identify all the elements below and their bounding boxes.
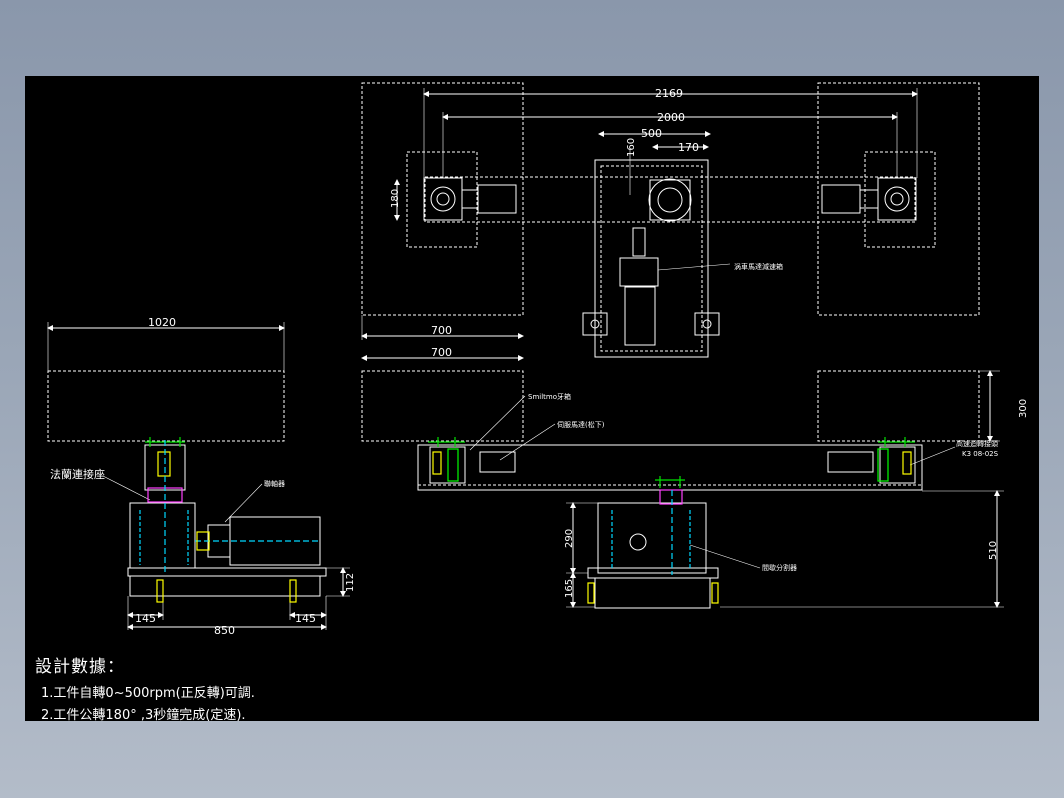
design-notes: 設計數據： 1.工件自轉0~500rpm(正反轉)可調. 2.工件公轉180° … — [35, 652, 255, 727]
drawing-canvas — [25, 76, 1039, 721]
left-dashed-block — [361, 82, 524, 316]
label-flange: 法蘭連接座 — [50, 467, 105, 481]
label-indexer: 間歇分割器 — [762, 563, 797, 572]
side-dashed-block — [47, 370, 285, 442]
label-slip-ring-model: K3 08-02S — [962, 450, 999, 458]
label-worm-gearbox: 涡車馬達減速箱 — [734, 262, 783, 271]
side-view-color — [139, 437, 320, 603]
front-view-color — [428, 437, 915, 604]
dim-145-right: 145 — [295, 612, 316, 625]
dim-2000: 2000 — [657, 111, 685, 124]
right-head — [877, 177, 917, 221]
dim-500: 500 — [641, 127, 662, 140]
dim-850: 850 — [214, 624, 235, 637]
indexer-body — [597, 502, 707, 574]
rotating-beam — [424, 176, 916, 223]
front-view — [361, 370, 1004, 609]
notes-line-1: 1.工件自轉0~500rpm(正反轉)可調. — [41, 686, 255, 701]
center-turntable — [648, 178, 692, 222]
top-view — [361, 82, 980, 361]
left-inner-block — [406, 151, 478, 248]
label-smiltmo-gearbox: Smiltmo牙箱 — [528, 392, 571, 401]
right-spindle — [884, 186, 910, 212]
dim-2169: 2169 — [655, 87, 683, 100]
front-left-block — [361, 370, 524, 442]
dim-700-bottom: 700 — [431, 346, 452, 359]
dim-290: 290 — [564, 529, 575, 548]
notes-title: 設計數據： — [35, 657, 125, 677]
label-coupling: 聯軸器 — [264, 479, 285, 488]
dim-1020: 1020 — [148, 316, 176, 329]
dim-700-top: 700 — [431, 324, 452, 337]
center-frame — [594, 159, 709, 358]
front-right-block — [817, 370, 980, 442]
dim-180: 180 — [390, 189, 401, 208]
dim-112: 112 — [345, 573, 356, 592]
left-spindle — [430, 186, 456, 212]
side-view — [47, 322, 350, 630]
label-servo-motor: 伺服馬達(松下) — [557, 420, 605, 429]
dim-170: 170 — [678, 141, 699, 154]
dim-510: 510 — [988, 541, 999, 560]
right-dashed-block — [817, 82, 980, 316]
label-slip-ring: 高速迴轉接頭 — [956, 439, 998, 448]
right-inner-block — [864, 151, 936, 248]
notes-line-2: 2.工件公轉180° ,3秒鐘完成(定速). — [41, 708, 246, 723]
dim-160: 160 — [626, 138, 637, 157]
dim-300: 300 — [1018, 399, 1029, 418]
dim-165: 165 — [564, 579, 575, 598]
left-head — [423, 177, 463, 221]
dim-145-left: 145 — [135, 612, 156, 625]
